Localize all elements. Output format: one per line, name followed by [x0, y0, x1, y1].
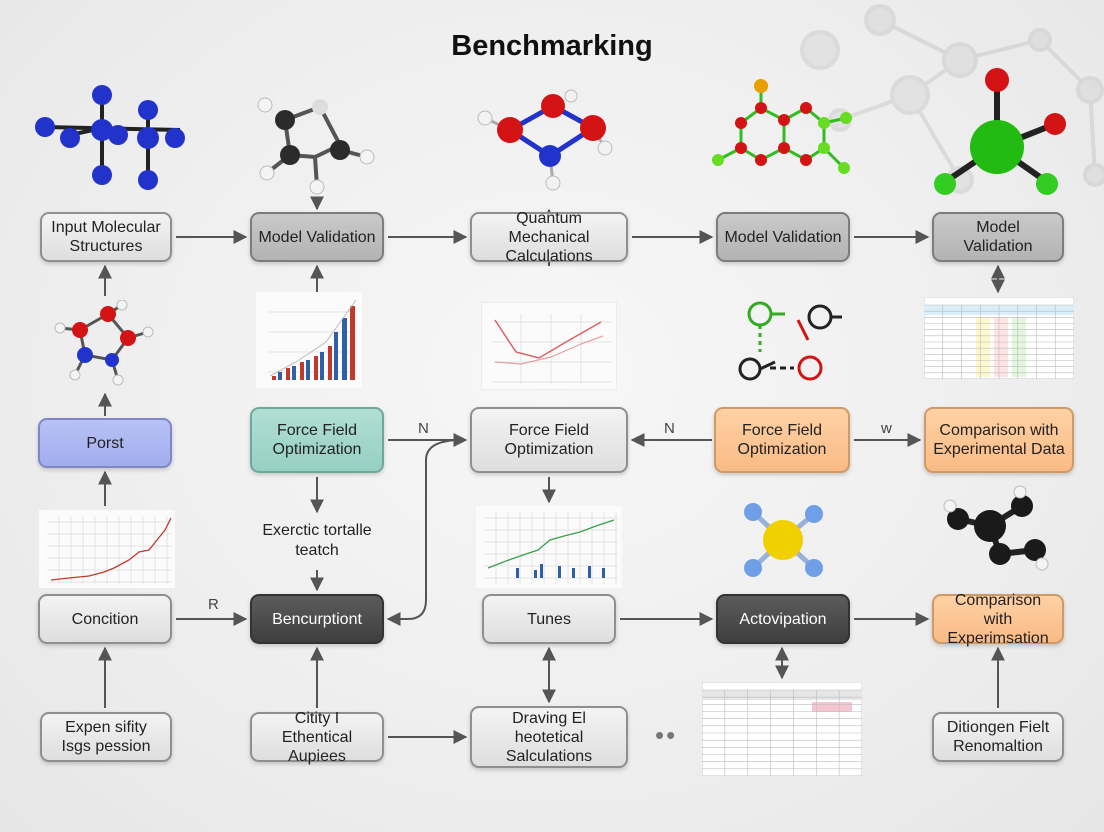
line-chart-thumbnail-1: [481, 302, 617, 390]
molecule-yellow-center-icon: [744, 503, 823, 577]
node-force-field-optimization-3[interactable]: Force Field Optimization: [714, 407, 850, 473]
molecule-small-ring-icon: [54, 300, 154, 386]
edge-label-w: w: [881, 420, 892, 437]
node-model-validation-3[interactable]: Model Validation: [932, 212, 1064, 262]
node-quantum-mechanical-calculations[interactable]: Quantum Mechanical Calculations: [470, 210, 628, 265]
node-citity-ethentical[interactable]: Citity I Ethentical Aupiees: [250, 710, 384, 765]
background-molecule-icon: [800, 4, 1104, 194]
node-actovipation[interactable]: Actovipation: [716, 594, 850, 644]
symbol-ring-diagram-icon: [738, 301, 842, 381]
ellipsis-dots: ••: [655, 720, 678, 750]
label-exerctic-tortalle-teatch: Exerctic tortalle teatch: [262, 522, 372, 559]
bar-chart-thumbnail: [256, 292, 362, 388]
molecule-green-ring-icon: [712, 79, 852, 174]
molecule-red-ring-icon: [477, 89, 613, 191]
line-bar-chart-thumbnail: [476, 506, 622, 588]
diagram-title: Benchmarking: [451, 30, 653, 62]
node-comparison-experimental-data[interactable]: Comparison with Experimental Data: [924, 407, 1074, 473]
node-comparison-experimsation[interactable]: Comparison with Experimsation: [932, 592, 1064, 647]
node-porst[interactable]: Porst: [38, 418, 172, 468]
molecule-green-central-icon: [934, 68, 1066, 195]
node-concition[interactable]: Concition: [38, 594, 172, 644]
table-thumbnail-1: [924, 297, 1074, 379]
node-draving-heotetical[interactable]: Draving El heotetical Salculations: [470, 706, 628, 768]
edge-label-n-1: N: [418, 420, 429, 437]
node-force-field-optimization-2[interactable]: Force Field Optimization: [470, 407, 628, 473]
edge-loop-to-bencurptiont: [386, 439, 463, 626]
node-tunes[interactable]: Tunes: [482, 594, 616, 644]
edge-label-r: R: [208, 596, 219, 613]
node-expen-sifity[interactable]: Expen sifity Isgs pession: [40, 712, 172, 762]
node-force-field-optimization-1[interactable]: Force Field Optimization: [250, 407, 384, 473]
node-model-validation-2[interactable]: Model Validation: [716, 212, 850, 262]
molecule-black-icon: [943, 485, 1049, 571]
node-model-validation-1[interactable]: Model Validation: [250, 212, 384, 262]
node-input-molecular-structures[interactable]: Input Molecular Structures: [40, 212, 172, 262]
edge-label-n-2: N: [664, 420, 675, 437]
node-ditiongen-fielt[interactable]: Ditiongen Fielt Renomaltion: [932, 712, 1064, 762]
molecule-benzene-icon: [257, 97, 375, 195]
table-thumbnail-2: [702, 682, 862, 776]
line-chart-thumbnail-2: [39, 510, 175, 588]
node-bencurptiont[interactable]: Bencurptiont: [250, 594, 384, 644]
molecule-blue-icon: [35, 85, 185, 190]
